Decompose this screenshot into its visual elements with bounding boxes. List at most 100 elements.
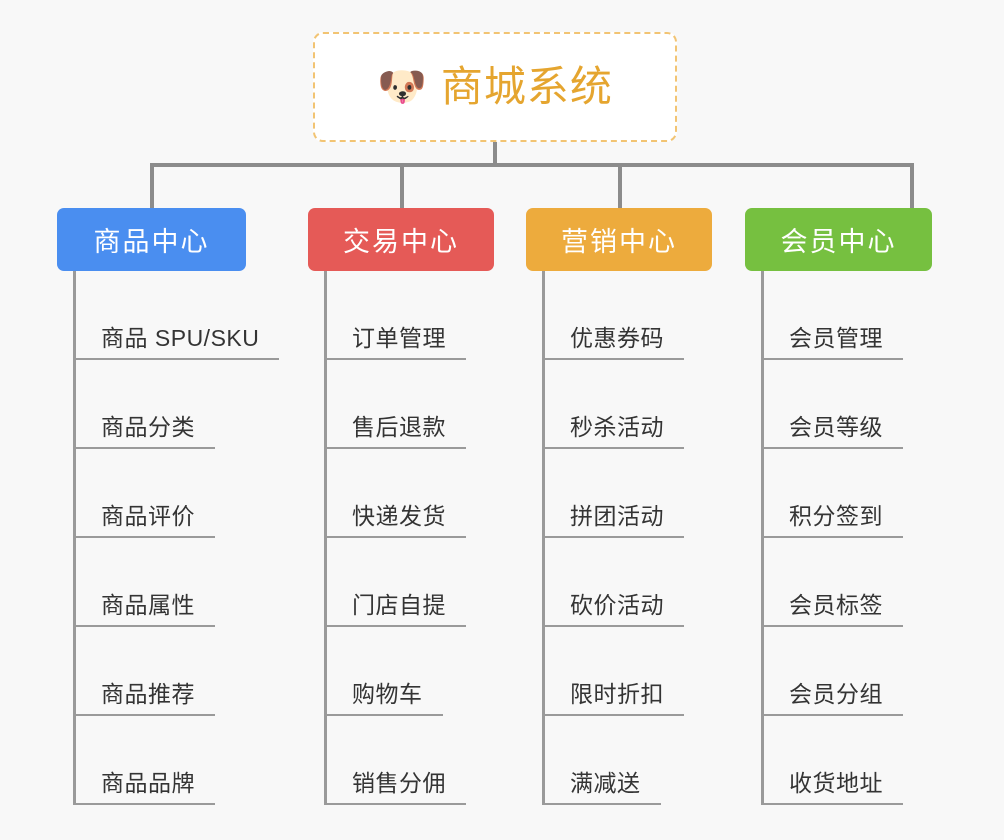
category-header-product-center[interactable]: 商品中心	[57, 208, 246, 271]
category-header-label: 商品中心	[93, 227, 210, 257]
leaf-item[interactable]: 会员管理	[745, 271, 932, 360]
connector-drop-2	[400, 163, 404, 209]
leaf-item[interactable]: 收货地址	[745, 716, 932, 805]
connector-horizontal-bus	[150, 163, 914, 167]
leaf-item[interactable]: 商品品牌	[57, 716, 246, 805]
leaf-item-label: 会员分组	[789, 680, 883, 707]
leaf-list-member-center: 会员管理会员等级积分签到会员标签会员分组收货地址	[745, 271, 932, 805]
leaf-item[interactable]: 商品评价	[57, 449, 246, 538]
category-header-label: 营销中心	[561, 227, 677, 257]
leaf-item-underline: 门店自提	[324, 591, 466, 627]
leaf-item-underline: 优惠券码	[542, 324, 684, 360]
leaf-item-underline: 商品分类	[73, 413, 215, 449]
leaf-item-underline: 砍价活动	[542, 591, 684, 627]
leaf-item[interactable]: 购物车	[308, 627, 494, 716]
leaf-item[interactable]: 秒杀活动	[526, 360, 712, 449]
leaf-item-underline: 购物车	[324, 680, 443, 716]
category-header-label: 会员中心	[780, 227, 897, 257]
root-node-shop-system[interactable]: 🐶 商城系统	[313, 32, 677, 142]
leaf-item[interactable]: 砍价活动	[526, 538, 712, 627]
leaf-item[interactable]: 快递发货	[308, 449, 494, 538]
column-spine-marketing-center	[542, 271, 545, 805]
category-header-member-center[interactable]: 会员中心	[745, 208, 932, 271]
leaf-item-underline: 拼团活动	[542, 502, 684, 538]
leaf-item-underline: 订单管理	[324, 324, 466, 360]
leaf-item-label: 快递发货	[352, 502, 446, 529]
leaf-item[interactable]: 订单管理	[308, 271, 494, 360]
leaf-item[interactable]: 会员等级	[745, 360, 932, 449]
leaf-item-label: 满减送	[570, 769, 641, 796]
leaf-item-underline: 积分签到	[761, 502, 903, 538]
leaf-list-trade-center: 订单管理售后退款快递发货门店自提购物车销售分佣	[308, 271, 494, 805]
leaf-item-label: 订单管理	[352, 324, 446, 351]
connector-drop-1	[150, 163, 154, 209]
leaf-item[interactable]: 商品分类	[57, 360, 246, 449]
leaf-item-underline: 会员标签	[761, 591, 903, 627]
leaf-item-underline: 收货地址	[761, 769, 903, 805]
leaf-item-underline: 会员等级	[761, 413, 903, 449]
leaf-item[interactable]: 积分签到	[745, 449, 932, 538]
leaf-item-label: 销售分佣	[352, 769, 446, 796]
leaf-item[interactable]: 门店自提	[308, 538, 494, 627]
leaf-item-label: 会员管理	[789, 324, 883, 351]
category-header-marketing-center[interactable]: 营销中心	[526, 208, 712, 271]
leaf-item-underline: 商品评价	[73, 502, 215, 538]
leaf-item-underline: 快递发货	[324, 502, 466, 538]
column-member-center: 会员中心会员管理会员等级积分签到会员标签会员分组收货地址	[745, 208, 932, 805]
column-product-center: 商品中心商品 SPU/SKU 商品分类商品评价商品属性商品推荐商品品牌	[57, 208, 280, 805]
leaf-item-label: 限时折扣	[570, 680, 664, 707]
leaf-item-label: 收货地址	[789, 769, 883, 796]
leaf-item[interactable]: 商品属性	[57, 538, 246, 627]
leaf-item[interactable]: 限时折扣	[526, 627, 712, 716]
leaf-item-label: 会员标签	[789, 591, 883, 618]
leaf-item-label: 秒杀活动	[570, 413, 664, 440]
leaf-list-marketing-center: 优惠券码秒杀活动拼团活动砍价活动限时折扣满减送	[526, 271, 712, 805]
leaf-item-label: 优惠券码	[570, 324, 664, 351]
leaf-item[interactable]: 拼团活动	[526, 449, 712, 538]
category-header-trade-center[interactable]: 交易中心	[308, 208, 494, 271]
leaf-item-underline: 满减送	[542, 769, 661, 805]
column-spine-member-center	[761, 271, 764, 805]
leaf-item-underline: 商品属性	[73, 591, 215, 627]
leaf-item[interactable]: 售后退款	[308, 360, 494, 449]
leaf-item[interactable]: 满减送	[526, 716, 712, 805]
leaf-item[interactable]: 会员分组	[745, 627, 932, 716]
leaf-item-label: 商品品牌	[101, 769, 195, 796]
leaf-item-label: 会员等级	[789, 413, 883, 440]
connector-root-stem	[493, 142, 497, 165]
leaf-item-label: 拼团活动	[570, 502, 664, 529]
leaf-item[interactable]: 商品 SPU/SKU	[57, 271, 280, 360]
leaf-item-label: 门店自提	[352, 591, 446, 618]
connector-drop-4	[910, 163, 914, 209]
leaf-item-label: 购物车	[352, 680, 423, 707]
leaf-item-label: 售后退款	[352, 413, 446, 440]
leaf-item-underline: 秒杀活动	[542, 413, 684, 449]
leaf-item[interactable]: 商品推荐	[57, 627, 246, 716]
leaf-list-product-center: 商品 SPU/SKU 商品分类商品评价商品属性商品推荐商品品牌	[57, 271, 280, 805]
leaf-item-label: 商品分类	[101, 413, 195, 440]
category-header-label: 交易中心	[343, 227, 459, 257]
leaf-item-underline: 商品 SPU/SKU	[73, 324, 280, 360]
root-node-title: 商城系统	[440, 63, 613, 110]
leaf-item-label: 积分签到	[789, 502, 883, 529]
leaf-item-underline: 会员管理	[761, 324, 903, 360]
column-spine-trade-center	[324, 271, 327, 805]
leaf-item-label: 商品属性	[101, 591, 195, 618]
leaf-item-label: 商品评价	[101, 502, 195, 529]
leaf-item-underline: 商品品牌	[73, 769, 215, 805]
leaf-item-underline: 限时折扣	[542, 680, 684, 716]
leaf-item-underline: 售后退款	[324, 413, 466, 449]
dog-face-icon: 🐶	[377, 65, 427, 109]
connector-drop-3	[618, 163, 622, 209]
leaf-item[interactable]: 优惠券码	[526, 271, 712, 360]
leaf-item-label: 砍价活动	[570, 591, 664, 618]
column-marketing-center: 营销中心优惠券码秒杀活动拼团活动砍价活动限时折扣满减送	[526, 208, 712, 805]
column-spine-product-center	[73, 271, 76, 805]
leaf-item-underline: 销售分佣	[324, 769, 466, 805]
leaf-item[interactable]: 销售分佣	[308, 716, 494, 805]
leaf-item-underline: 商品推荐	[73, 681, 215, 716]
column-trade-center: 交易中心订单管理售后退款快递发货门店自提购物车销售分佣	[308, 208, 494, 805]
leaf-item-label: 商品 SPU/SKU	[101, 324, 260, 351]
leaf-item[interactable]: 会员标签	[745, 538, 932, 627]
